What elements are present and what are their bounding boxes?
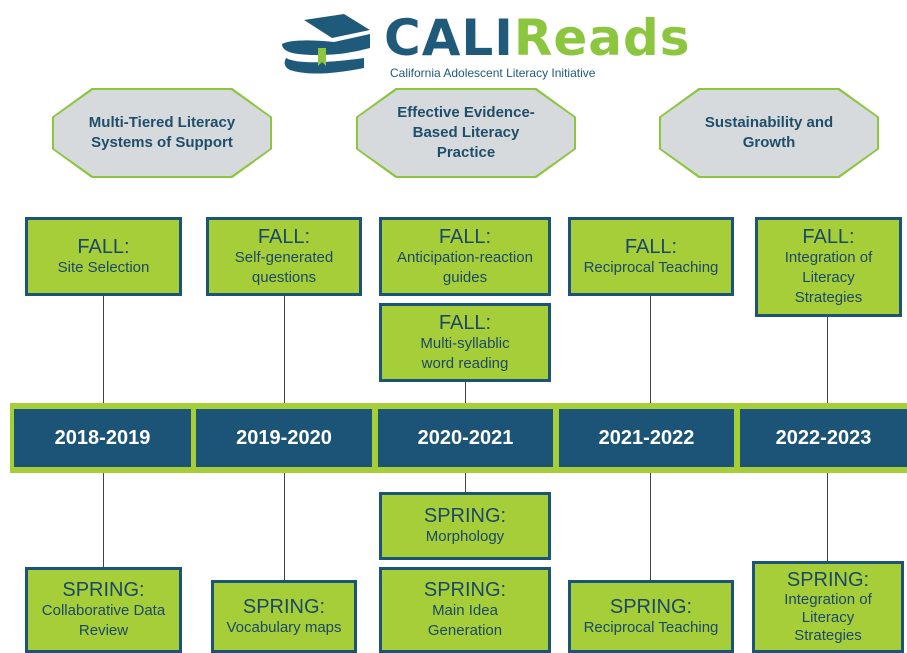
connector-line bbox=[827, 315, 828, 404]
spring-topic: Collaborative Data Review bbox=[41, 602, 166, 639]
fall-box-2018: FALL: Site Selection bbox=[25, 217, 182, 296]
connector-line bbox=[650, 294, 651, 404]
spring-topic: Reciprocal Teaching bbox=[583, 618, 719, 636]
connector-line bbox=[827, 473, 828, 563]
connector-line bbox=[284, 473, 285, 581]
fall-season-label: FALL: bbox=[438, 225, 492, 248]
logo-cali-text: CALI bbox=[384, 9, 514, 67]
logo-wordmark: CALIReads bbox=[384, 8, 691, 68]
connector-line bbox=[465, 473, 466, 493]
spring-season-label: SPRING: bbox=[242, 595, 326, 618]
spring-box-2019: SPRING: Vocabulary maps bbox=[211, 580, 357, 653]
connector-line bbox=[103, 294, 104, 404]
pillar-label: Multi-Tiered Literacy Systems of Support bbox=[54, 90, 270, 176]
spring-box-2022: SPRING: Integration of Literacy Strategi… bbox=[752, 561, 904, 653]
book-stack-icon bbox=[282, 14, 370, 74]
fall-season-label: FALL: bbox=[77, 235, 130, 258]
spring-box-2018: SPRING: Collaborative Data Review bbox=[25, 567, 182, 653]
spring-season-label: SPRING: bbox=[423, 579, 507, 601]
logo-reads-text: Reads bbox=[513, 9, 691, 67]
fall-box-2021: FALL: Reciprocal Teaching bbox=[568, 217, 734, 296]
connector-line bbox=[103, 473, 104, 569]
year-2021-2022: 2021-2022 bbox=[559, 409, 734, 467]
spring-topic: Vocabulary maps bbox=[226, 618, 342, 636]
fall-season-label: FALL: bbox=[802, 226, 855, 248]
pillar-label: Sustainability and Growth bbox=[661, 90, 877, 176]
year-2019-2020: 2019-2020 bbox=[196, 409, 372, 467]
spring-season-label: SPRING: bbox=[423, 505, 507, 527]
fall-topic: Anticipation-reaction guides bbox=[397, 248, 533, 286]
fall-season-label: FALL: bbox=[624, 235, 678, 258]
fall-box-2020-b: FALL: Multi-syllablic word reading bbox=[379, 303, 551, 382]
fall-season-label: FALL: bbox=[257, 225, 311, 248]
year-2022-2023: 2022-2023 bbox=[740, 409, 907, 467]
spring-season-label: SPRING: bbox=[609, 595, 693, 618]
pillar-evidence-based: Effective Evidence-Based Literacy Practi… bbox=[356, 88, 576, 178]
cali-reads-logo: CALIReads California Adolescent Literacy… bbox=[274, 8, 690, 82]
fall-topic: Site Selection bbox=[57, 258, 150, 276]
spring-box-2020-b: SPRING: Main Idea Generation bbox=[379, 567, 551, 653]
fall-box-2019: FALL: Self-generated questions bbox=[206, 217, 362, 296]
spring-box-2021: SPRING: Reciprocal Teaching bbox=[568, 580, 734, 653]
connector-line bbox=[465, 380, 466, 404]
pillar-mtss: Multi-Tiered Literacy Systems of Support bbox=[52, 88, 272, 178]
pillar-sustainability: Sustainability and Growth bbox=[659, 88, 879, 178]
fall-topic: Multi-syllablic word reading bbox=[420, 334, 510, 372]
connector-line bbox=[284, 294, 285, 404]
spring-season-label: SPRING: bbox=[786, 569, 870, 591]
connector-line bbox=[650, 473, 651, 581]
spring-season-label: SPRING: bbox=[62, 579, 145, 601]
logo-subtitle: California Adolescent Literacy Initiativ… bbox=[390, 66, 596, 80]
fall-box-2020-a: FALL: Anticipation-reaction guides bbox=[379, 217, 551, 296]
fall-topic: Self-generated questions bbox=[234, 248, 334, 286]
fall-box-2022: FALL: Integration of Literacy Strategies bbox=[755, 217, 902, 317]
fall-topic: Reciprocal Teaching bbox=[583, 258, 719, 276]
year-2020-2021: 2020-2021 bbox=[378, 409, 553, 467]
fall-season-label: FALL: bbox=[438, 311, 492, 334]
fall-topic: Integration of Literacy Strategies bbox=[784, 249, 873, 306]
spring-topic: Morphology bbox=[425, 528, 505, 545]
pillar-label: Effective Evidence-Based Literacy Practi… bbox=[358, 90, 574, 176]
year-2018-2019: 2018-2019 bbox=[14, 409, 191, 467]
spring-box-2020-a: SPRING: Morphology bbox=[379, 492, 551, 560]
spring-topic: Integration of Literacy Strategies bbox=[784, 591, 872, 644]
spring-topic: Main Idea Generation bbox=[427, 602, 503, 639]
